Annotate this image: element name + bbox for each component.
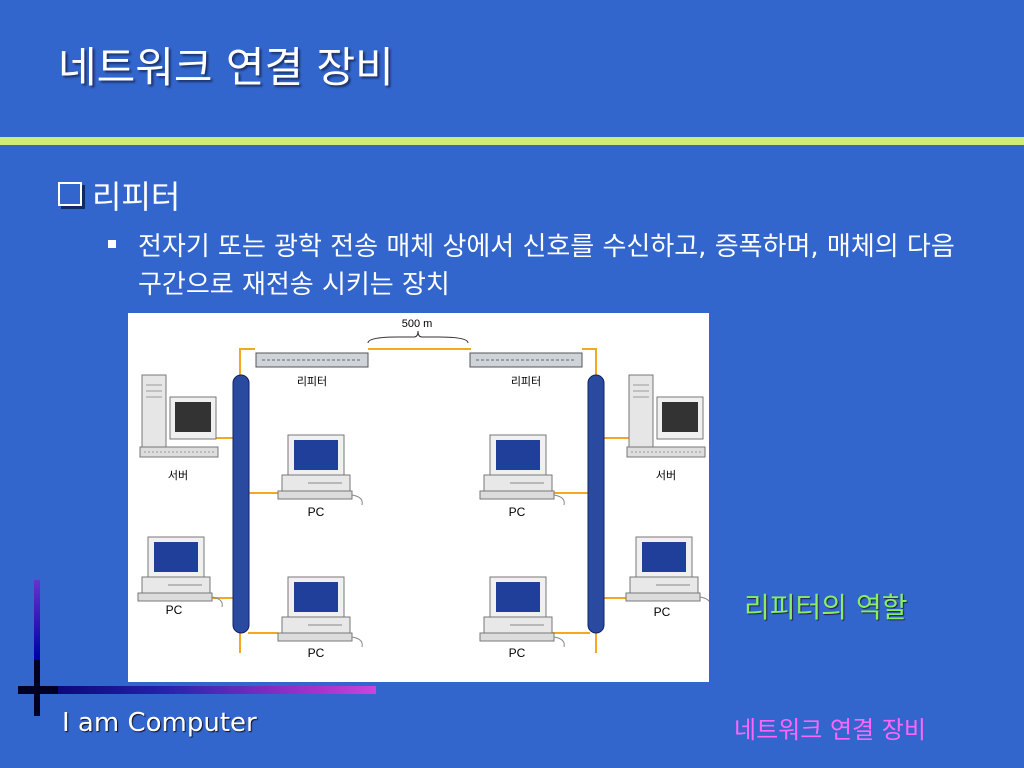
backbone-right (587, 374, 605, 634)
repeater-left-device (255, 352, 369, 368)
decorative-horizontal-bar (18, 686, 376, 694)
server-right (626, 374, 706, 458)
distance-brace (367, 330, 469, 344)
repeater-left-label: 리피터 (297, 375, 327, 388)
sub-bullet-text: 전자기 또는 광학 전송 매체 상에서 신호를 수신하고, 증폭하며, 매체의 … (138, 232, 955, 300)
pc-inner-left-bottom-label: PC (308, 646, 325, 660)
pc-inner-right-bottom (479, 576, 565, 648)
bullet-repeater-label: 리피터 (92, 178, 181, 216)
pc-left-bottom (137, 536, 223, 608)
pc-inner-right-top-label: PC (509, 505, 526, 519)
repeater-diagram: 500 m 리피터 리피터 서버 서버 PC PC PC PC PC PC (128, 313, 709, 682)
cable-lines (200, 348, 633, 653)
decorative-vertical-bar (34, 580, 40, 710)
checkbox-bullet-icon (58, 182, 82, 206)
square-bullet-icon (108, 240, 116, 248)
decorative-corner-v (34, 660, 40, 716)
bullet-repeater: 리피터 (58, 172, 180, 218)
repeater-right-device (469, 352, 583, 368)
pc-inner-right-bottom-label: PC (509, 646, 526, 660)
server-left-label: 서버 (168, 469, 188, 482)
pc-inner-left-top (277, 434, 363, 506)
diagram-caption: 리피터의 역할 (744, 591, 908, 624)
pc-inner-left-top-label: PC (308, 505, 325, 519)
footer-right-text: 네트워크 연결 장비 (734, 716, 926, 744)
pc-right-bottom (625, 536, 709, 608)
slide-title: 네트워크 연결 장비 (58, 43, 394, 92)
footer-left-text: I am Computer (62, 708, 257, 738)
pc-right-bottom-label: PC (654, 605, 671, 619)
backbone-left (232, 374, 250, 634)
sub-bullet: 전자기 또는 광학 전송 매체 상에서 신호를 수신하고, 증폭하며, 매체의 … (108, 228, 988, 304)
distance-label: 500 m (402, 318, 433, 330)
server-left (139, 374, 219, 458)
server-right-label: 서버 (656, 469, 676, 482)
title-divider (0, 137, 1024, 145)
pc-inner-right-top (479, 434, 565, 506)
repeater-diagram-svg: 500 m 리피터 리피터 서버 서버 PC PC PC PC PC PC (137, 318, 709, 660)
pc-left-bottom-label: PC (166, 603, 183, 617)
pc-inner-left-bottom (277, 576, 363, 648)
repeater-right-label: 리피터 (511, 375, 541, 388)
